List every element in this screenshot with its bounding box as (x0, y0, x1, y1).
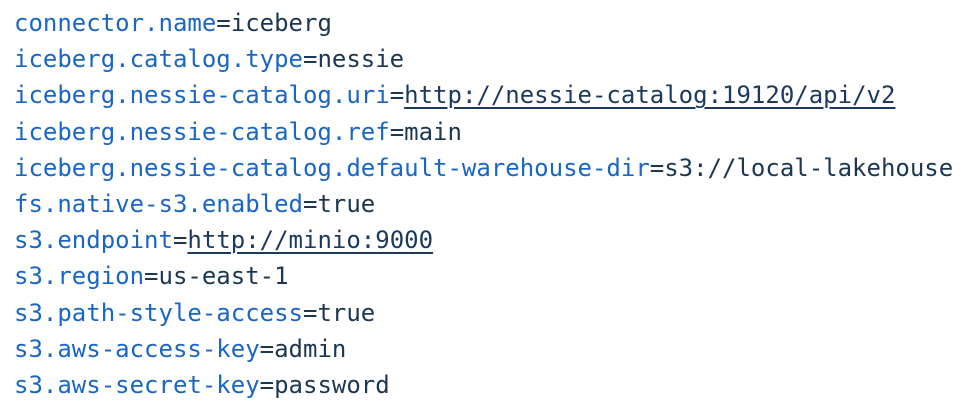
config-line: s3.path-style-access=true (14, 295, 976, 331)
equals-sign: = (259, 370, 275, 399)
property-value: admin (274, 334, 347, 363)
property-key: s3.endpoint (14, 226, 173, 255)
config-line: s3.region=us-east-1 (14, 258, 976, 294)
property-value: true (317, 298, 376, 327)
property-key: fs.native-s3.enabled (14, 189, 303, 218)
config-line: s3.aws-access-key=admin (14, 331, 976, 367)
property-value: main (404, 117, 462, 146)
property-value: iceberg (230, 9, 332, 37)
config-line: fs.native-s3.enabled=true (14, 186, 976, 222)
config-line: iceberg.catalog.type=nessie (14, 41, 976, 77)
property-key: connector.name (14, 9, 217, 37)
equals-sign: = (259, 334, 275, 363)
config-line: s3.endpoint=http://minio:9000 (14, 222, 976, 258)
property-key: iceberg.nessie-catalog.ref (14, 117, 390, 146)
config-line: iceberg.nessie-catalog.ref=main (14, 114, 976, 150)
equals-sign: = (389, 117, 405, 146)
property-key: iceberg.nessie-catalog.default-warehouse… (14, 153, 650, 182)
property-value: us-east-1 (158, 262, 289, 291)
property-value: s3://local-lakehouse (664, 153, 954, 182)
equals-sign: = (216, 9, 231, 37)
equals-sign: = (172, 226, 188, 255)
equals-sign: = (302, 45, 318, 74)
property-value-link[interactable]: http://nessie-catalog:19120/api/v2 (404, 81, 896, 110)
equals-sign: = (389, 81, 405, 110)
equals-sign: = (302, 189, 318, 218)
config-line: iceberg.nessie-catalog.default-warehouse… (14, 150, 976, 186)
property-key: s3.path-style-access (14, 298, 303, 327)
property-key: s3.region (14, 262, 145, 291)
property-key: iceberg.nessie-catalog.uri (14, 81, 390, 110)
config-line: s3.aws-secret-key=password (14, 367, 976, 403)
property-value: true (317, 189, 376, 218)
property-key: s3.aws-secret-key (14, 370, 260, 399)
equals-sign: = (649, 153, 665, 182)
config-line: iceberg.nessie-catalog.uri=http://nessie… (14, 77, 976, 113)
property-key: iceberg.catalog.type (14, 45, 303, 74)
equals-sign: = (144, 262, 159, 291)
property-value-link[interactable]: http://minio:9000 (187, 226, 434, 255)
config-line: connector.name=iceberg (14, 5, 976, 41)
property-key: s3.aws-access-key (14, 334, 260, 363)
property-value: password (274, 370, 390, 399)
property-value: nessie (317, 45, 405, 74)
equals-sign: = (302, 298, 318, 327)
